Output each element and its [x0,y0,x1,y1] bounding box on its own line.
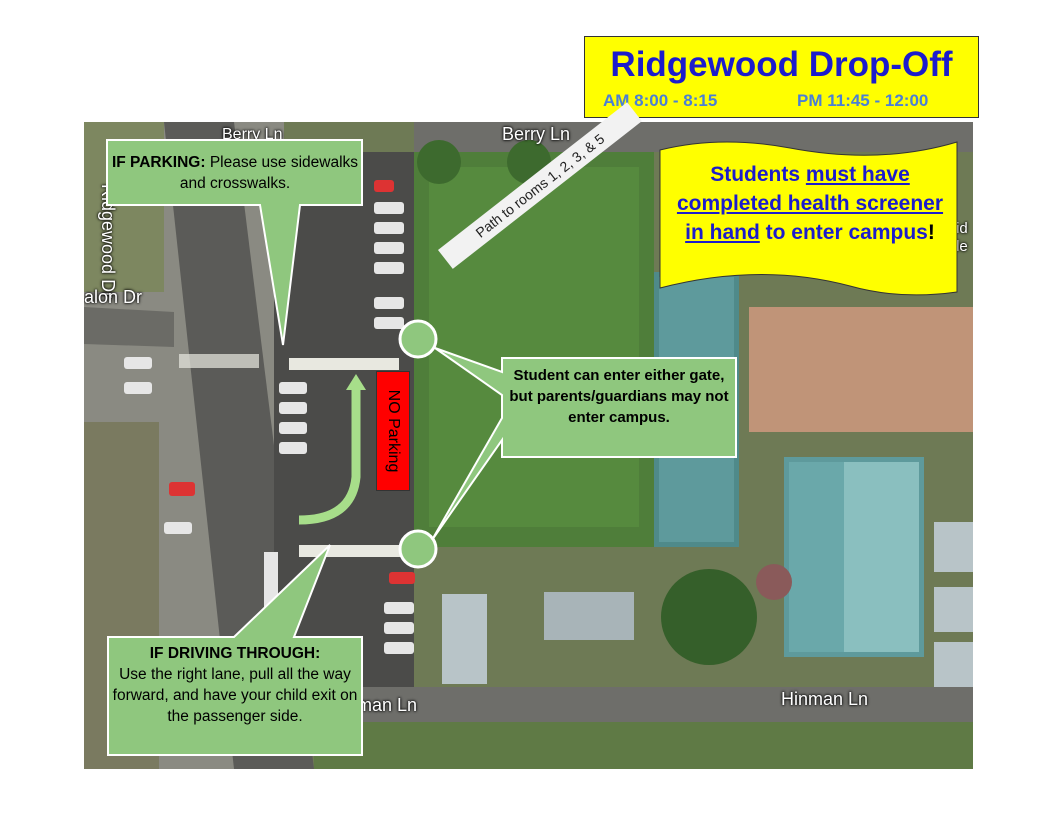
no-parking-label: NO Parking [385,389,402,473]
health-part1: Students [710,163,806,186]
parking-callout-shape [106,139,363,346]
driving-body: Use the right lane, pull all the way for… [112,666,358,725]
driving-callout-shape [107,544,363,756]
gate-callout-shape [431,347,737,541]
parking-body: Please use sidewalks and crosswalks. [179,154,359,192]
parking-heading: IF PARKING: [111,154,206,171]
health-part3: to enter campus [759,221,928,244]
no-parking-sign: NO Parking [376,371,410,491]
parking-callout: IF PARKING: Please use sidewalks and cro… [110,152,360,194]
pm-time: PM 11:45 - 12:00 [797,91,929,110]
title-box: Ridgewood Drop-Off AM 8:00 - 8:15 PM 11:… [584,36,979,118]
street-label-berry-left: Berry Ln [222,126,283,143]
health-part4: ! [927,221,935,244]
driving-callout: IF DRIVING THROUGH: Use the right lane, … [110,643,360,727]
page-title: Ridgewood Drop-Off [610,45,953,84]
street-label-hinman-right: Hinman Ln [781,689,869,709]
driving-heading: IF DRIVING THROUGH: [149,645,321,662]
student-gate-callout: Student can enter either gate, but paren… [509,367,729,426]
health-screener-notice: Students must have completed health scre… [675,160,945,247]
am-time: AM 8:00 - 8:15 [603,91,718,110]
street-label-hinman-left: man Ln [357,695,418,715]
health-banner-shape [659,141,958,296]
street-label-avalon: alon Dr [84,287,143,307]
health-part2: must have completed health screener in h… [676,163,944,244]
street-label-right-edge: id le [956,220,968,255]
street-label-berry-top: Berry Ln [502,124,571,144]
